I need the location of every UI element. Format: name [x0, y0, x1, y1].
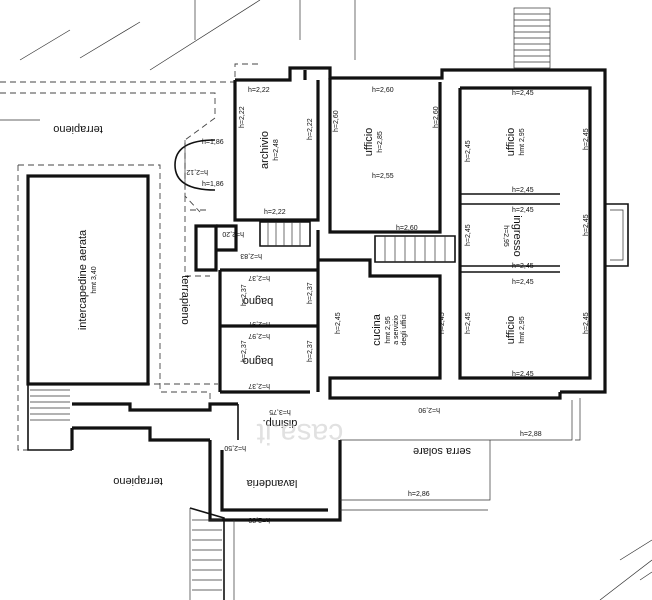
svg-text:h=2,88: h=2,88: [520, 431, 542, 438]
svg-text:h=2,37: h=2,37: [248, 382, 270, 389]
svg-text:h=1,86: h=1,86: [202, 139, 224, 146]
intercapedine-block: [26, 174, 150, 451]
svg-text:h=2,97: h=2,97: [248, 320, 270, 327]
svg-text:h=2,22: h=2,22: [248, 87, 270, 94]
room-ufficio-2: ufficio: [505, 128, 517, 157]
svg-text:h=2,45: h=2,45: [512, 371, 534, 378]
svg-text:h=2,83: h=2,83: [240, 252, 262, 259]
room-serra: serra solare: [413, 445, 471, 457]
svg-text:h=2,50: h=2,50: [224, 444, 246, 451]
svg-text:h=2,60: h=2,60: [333, 110, 340, 132]
svg-text:h=2,37: h=2,37: [248, 274, 270, 281]
svg-text:h=2,48: h=2,48: [273, 139, 280, 161]
svg-text:h=2,97: h=2,97: [248, 332, 270, 339]
svg-text:h=2,20: h=2,20: [222, 230, 244, 237]
svg-text:h=2,45: h=2,45: [583, 128, 590, 150]
height-annotations: h=2,22 h=2,22 h=2,22 h=2,22 h=2,60 h=2,6…: [186, 87, 590, 523]
svg-text:h=2,22: h=2,22: [264, 209, 286, 216]
svg-text:h=2,45: h=2,45: [583, 214, 590, 236]
svg-text:h=2,45: h=2,45: [465, 312, 472, 334]
room-labels: archivio h=2,48 ufficio h=2,85 ufficio h…: [53, 123, 526, 489]
svg-text:h=2,55: h=2,55: [372, 173, 394, 180]
svg-text:hmt 3,40: hmt 3,40: [91, 266, 98, 293]
room-ufficio-1: ufficio: [363, 128, 375, 157]
svg-text:a servizio: a servizio: [393, 315, 400, 345]
room-archivio: archivio: [259, 131, 271, 169]
room-disimp: disimp.: [263, 417, 298, 429]
svg-text:h=2,37: h=2,37: [307, 282, 314, 304]
svg-text:degli uffici: degli uffici: [401, 314, 408, 345]
label-terrapieno-2: terrapieno: [113, 475, 163, 487]
label-terrapieno-1: terrapieno: [53, 123, 103, 135]
svg-text:h=2,45: h=2,45: [512, 90, 534, 97]
label-terrapieno-3: terrapieno: [179, 275, 191, 325]
svg-text:h=2,45: h=2,45: [465, 224, 472, 246]
svg-text:h=2,12: h=2,12: [186, 168, 208, 175]
room-lavanderia: lavanderia: [246, 477, 298, 489]
svg-text:h=1,86: h=1,86: [202, 181, 224, 188]
svg-text:h=2,45: h=2,45: [439, 312, 446, 334]
svg-text:hmt 2,95: hmt 2,95: [519, 128, 526, 155]
svg-text:h=2,60: h=2,60: [433, 106, 440, 128]
svg-text:h=2,45: h=2,45: [465, 140, 472, 162]
svg-text:h=2,37: h=2,37: [241, 340, 248, 362]
svg-text:h=2,45: h=2,45: [583, 312, 590, 334]
svg-text:hmt 2,95: hmt 2,95: [519, 316, 526, 343]
svg-text:h=2,45: h=2,45: [335, 312, 342, 334]
svg-text:h=2,45: h=2,45: [512, 187, 534, 194]
room-cucina: cucina: [371, 313, 383, 346]
svg-text:h=2,45: h=2,45: [512, 207, 534, 214]
top-stairs: [513, 7, 551, 69]
svg-text:h=2,80: h=2,80: [248, 516, 270, 523]
building-walls: [70, 66, 652, 600]
svg-text:h=2,37: h=2,37: [241, 284, 248, 306]
svg-text:h=2,60: h=2,60: [372, 87, 394, 94]
svg-text:h=2,22: h=2,22: [307, 118, 314, 140]
svg-text:h=2,22: h=2,22: [239, 106, 246, 128]
svg-text:h=2,86: h=2,86: [408, 491, 430, 498]
svg-text:h=2,45: h=2,45: [512, 279, 534, 286]
svg-text:h=2,85: h=2,85: [377, 131, 384, 153]
watermark: casa.it: [256, 417, 343, 450]
room-ufficio-3: ufficio: [505, 316, 517, 345]
svg-text:h=2,60: h=2,60: [396, 225, 418, 232]
room-intercapedine: intercapedine aerata: [77, 229, 89, 330]
svg-text:hmt 2,95: hmt 2,95: [385, 316, 392, 343]
room-ingresso: ingresso: [511, 215, 523, 257]
svg-text:h=2,37: h=2,37: [307, 340, 314, 362]
svg-text:h=2,95: h=2,95: [502, 225, 509, 247]
svg-text:h=3,75: h=3,75: [269, 408, 291, 415]
svg-text:h=2,90: h=2,90: [418, 406, 440, 413]
svg-text:h=2,45: h=2,45: [512, 263, 534, 270]
room-bagno-1: bagno: [243, 295, 274, 307]
room-bagno-2: bagno: [243, 355, 274, 367]
